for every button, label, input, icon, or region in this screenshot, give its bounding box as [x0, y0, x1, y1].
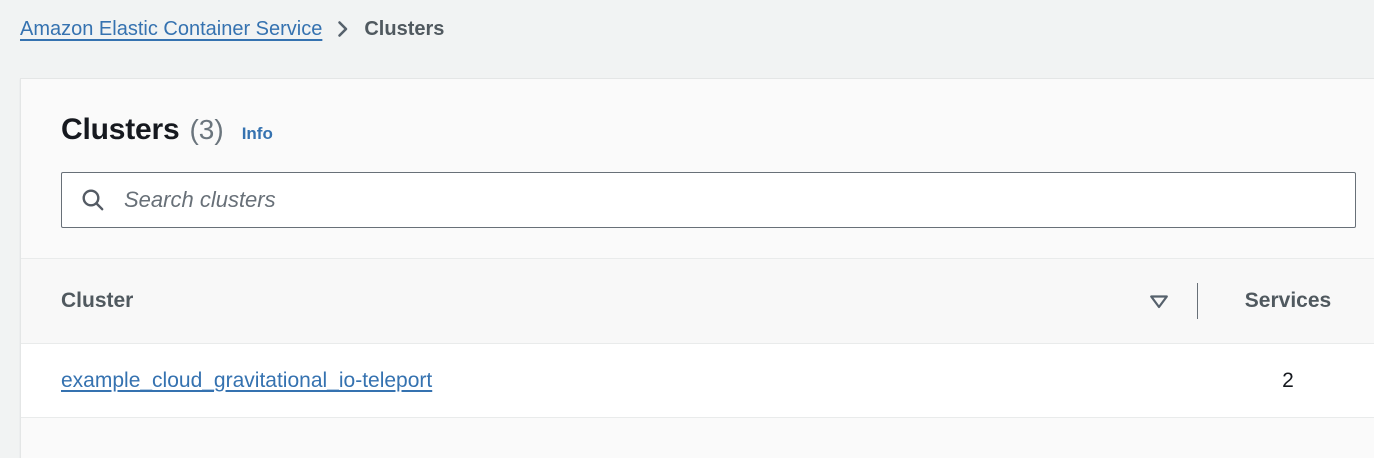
- column-header-services-label: Services: [1244, 289, 1332, 312]
- column-header-cluster-label: Cluster: [61, 289, 134, 312]
- clusters-table: Cluster Services example_cloud_gravitati…: [21, 258, 1374, 418]
- column-divider: [1197, 283, 1198, 319]
- search-input[interactable]: [124, 187, 1337, 213]
- page-title: Clusters: [61, 113, 180, 146]
- panel-header: Clusters (3) Info: [21, 79, 1374, 228]
- breadcrumb-current-clusters: Clusters: [364, 17, 445, 40]
- cluster-count: (3): [189, 114, 224, 145]
- search-clusters-field[interactable]: [61, 172, 1356, 228]
- services-count-value: 2: [1282, 368, 1294, 392]
- sort-control[interactable]: [1121, 290, 1197, 312]
- sort-descending-triangle-icon[interactable]: [1148, 290, 1170, 312]
- table-row[interactable]: example_cloud_gravitational_io-teleport …: [21, 344, 1374, 418]
- cluster-name-link[interactable]: example_cloud_gravitational_io-teleport: [61, 368, 433, 392]
- column-header-cluster[interactable]: Cluster: [21, 289, 1121, 313]
- breadcrumb: Amazon Elastic Container Service Cluster…: [20, 0, 444, 58]
- chevron-right-icon: [336, 19, 350, 39]
- table-header-row: Cluster Services: [21, 258, 1374, 344]
- cell-services-count: 2: [1198, 369, 1374, 393]
- breadcrumb-link-amazon-elastic-container-service[interactable]: Amazon Elastic Container Service: [20, 17, 323, 40]
- page-title-row: Clusters (3) Info: [61, 113, 1334, 149]
- column-header-services[interactable]: Services: [1198, 289, 1374, 313]
- clusters-panel: Clusters (3) Info Cluster: [20, 78, 1374, 458]
- search-icon: [80, 187, 106, 213]
- cell-cluster-name: example_cloud_gravitational_io-teleport: [21, 369, 1121, 393]
- info-link[interactable]: Info: [241, 124, 273, 143]
